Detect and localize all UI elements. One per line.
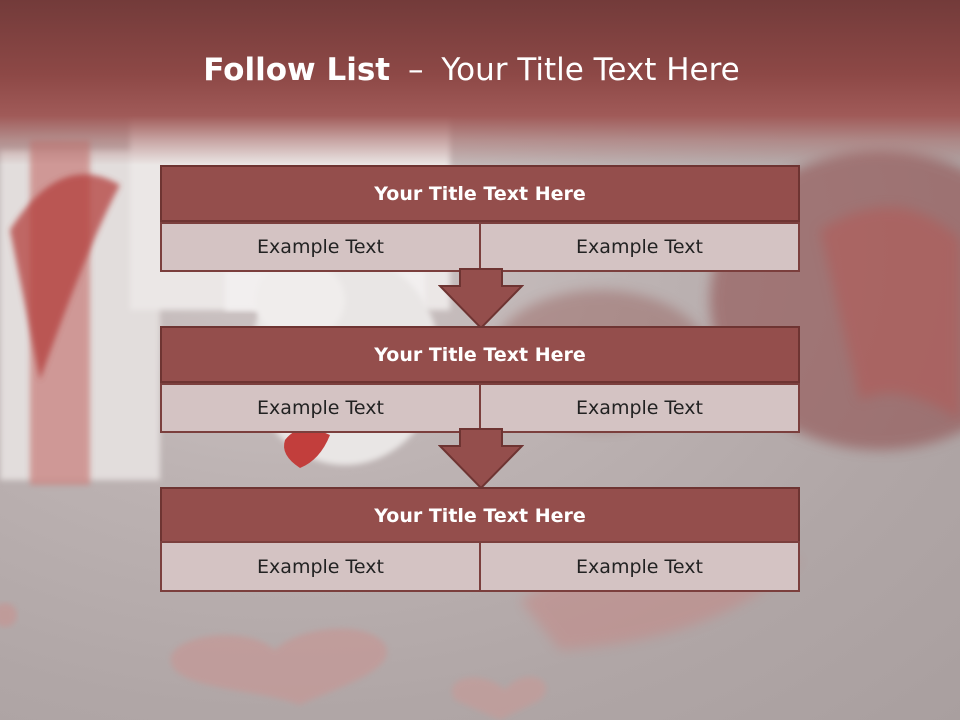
row-3-cell-left: Example Text: [160, 541, 481, 592]
down-arrow-icon: [438, 428, 524, 490]
row-2-cell-left: Example Text: [160, 383, 481, 433]
row-2-title: Your Title Text Here: [160, 326, 800, 383]
header-band: [0, 0, 960, 165]
row-1-title: Your Title Text Here: [160, 165, 800, 222]
slide-title-bold: Follow List: [203, 52, 391, 88]
row-1-cell-left: Example Text: [160, 222, 481, 272]
row-2-cell-right: Example Text: [479, 383, 800, 433]
row-1-cell-right: Example Text: [479, 222, 800, 272]
row-3-cell-right: Example Text: [479, 541, 800, 592]
down-arrow-icon: [438, 268, 524, 330]
slide-title: Follow List – Your Title Text Here: [0, 52, 943, 88]
slide-title-separator: –: [407, 52, 424, 88]
row-3-title: Your Title Text Here: [160, 487, 800, 544]
slide-title-text: Your Title Text Here: [441, 52, 740, 88]
